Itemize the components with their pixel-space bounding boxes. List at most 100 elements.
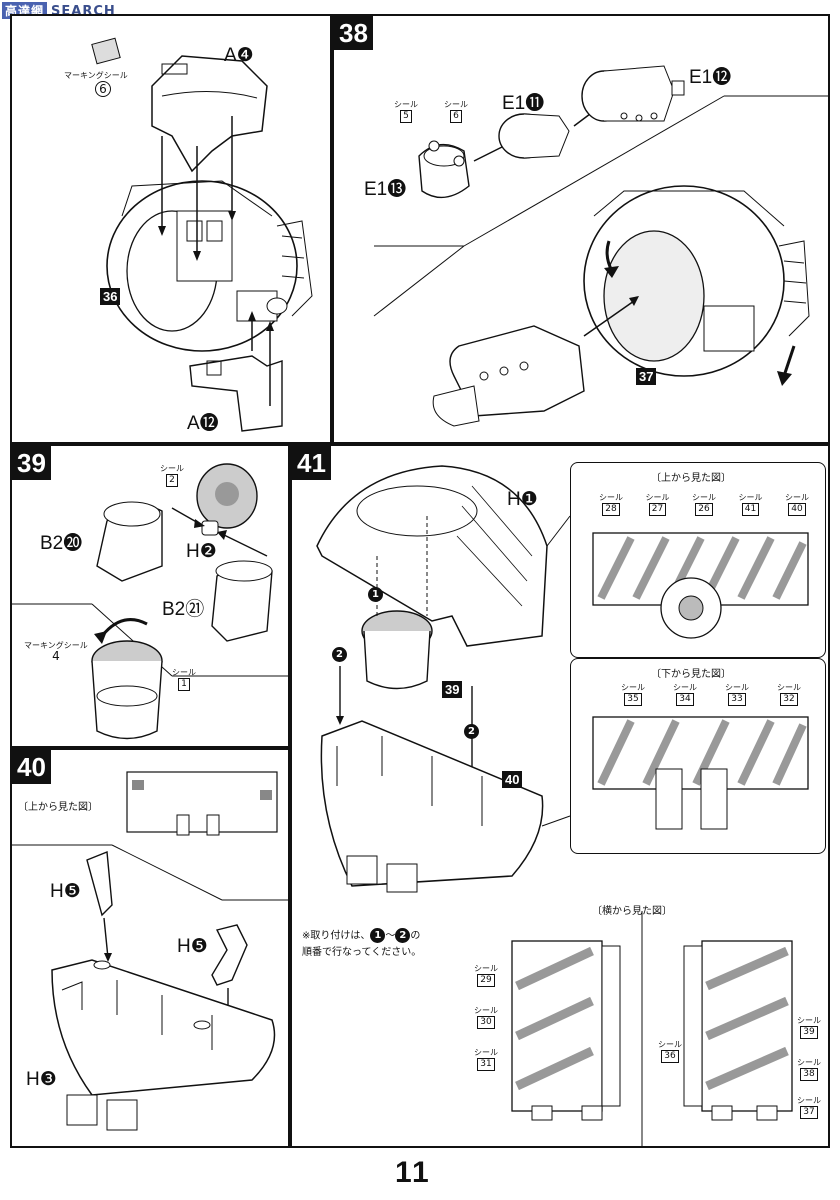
seal-number: 29 — [477, 974, 495, 987]
step-41-illustration — [316, 465, 571, 893]
seal-word: シール — [645, 493, 670, 502]
order-number: 1 — [368, 587, 383, 602]
top-view-caption: 〔上から見た図〕 — [651, 473, 731, 484]
step-37-panel: A❹ マーキングシール 6 36 A⓬ — [10, 14, 332, 444]
seal-word: シール — [444, 100, 468, 109]
reference-tag-40: 40 — [502, 771, 523, 788]
seal-number: 36 — [661, 1050, 679, 1063]
seal-number: 31 — [477, 1058, 495, 1071]
seal-number: 32 — [780, 693, 798, 706]
seal-number: 27 — [648, 503, 667, 516]
part-label-h5-right: H❺ — [177, 936, 208, 957]
part-label-a12: A⓬ — [187, 413, 219, 434]
seal-number-2: 2 — [166, 474, 178, 487]
seal-word: シール — [172, 668, 196, 677]
step-number-41: 41 — [292, 446, 331, 480]
note-mid: ～ — [385, 930, 396, 942]
seal-word: シール — [474, 1048, 498, 1057]
part-label-a4: A❹ — [224, 45, 254, 66]
reference-tag-36: 36 — [100, 288, 121, 305]
marking-seal-caption: マーキングシール — [24, 641, 88, 650]
seal-number-1: 1 — [178, 678, 190, 691]
top-view-illustration — [592, 532, 809, 639]
seal-2-group: シール 2 — [160, 464, 184, 487]
order-number: 1 — [370, 928, 386, 943]
seal-number: 30 — [477, 1016, 495, 1029]
step-38-panel: 38 — [332, 14, 830, 444]
seal-word: シール — [797, 1016, 821, 1025]
seal-word: シール — [474, 1006, 498, 1015]
bottom-view-illustration — [592, 716, 809, 830]
part-label-e12: E1⓬ — [689, 67, 732, 88]
seal-word: シール — [738, 493, 763, 502]
order-number: 2 — [464, 724, 479, 739]
seal-number: 26 — [695, 503, 713, 516]
seal-word: シール — [621, 683, 645, 692]
reference-tag-39: 39 — [442, 681, 463, 698]
seal-word: シール — [797, 1058, 821, 1067]
marking-seal-4-group: マーキングシール 4 — [24, 641, 88, 663]
seal-word: シール — [658, 1040, 682, 1049]
seal-number: 41 — [741, 503, 760, 516]
seal-word: シール — [673, 683, 697, 692]
step-38-illustration — [373, 65, 828, 427]
seal-word: シール — [777, 683, 801, 692]
seal-6-group: シール 6 — [444, 100, 468, 123]
step-37-illustration — [91, 37, 313, 432]
step-40-illustration — [12, 771, 288, 1131]
side-view-caption: 〔横から見た図〕 — [592, 906, 672, 917]
part-label-e13: E1⓭ — [364, 179, 407, 200]
seal-number-6: 6 — [450, 110, 462, 123]
marking-seal-number: 4 — [52, 649, 60, 663]
seal-word: シール — [692, 493, 716, 502]
bottom-view-caption: 〔下から見た図〕 — [651, 669, 731, 680]
part-label-b20: B2⓴ — [40, 533, 83, 554]
seal-word: シール — [785, 493, 809, 502]
seal-number: 39 — [800, 1026, 818, 1039]
seal-word: シール — [725, 683, 749, 692]
step-40-panel: 40 〔上から見た図〕 H❺ H❺ H❸ — [10, 748, 290, 1148]
part-label-h1: H❶ — [507, 489, 538, 510]
seal-number: 38 — [800, 1068, 818, 1081]
assembly-note-line-2: 順番で行なってください。 — [302, 946, 422, 958]
seal-1-group: シール 1 — [172, 668, 196, 691]
reference-tag-37: 37 — [636, 368, 657, 385]
seal-word: シール — [474, 964, 498, 973]
note-prefix: ※取り付けは、 — [302, 930, 371, 942]
part-label-h3: H❸ — [26, 1069, 57, 1090]
order-marker-2-left: 2 — [332, 644, 347, 663]
marking-seal-number: 6 — [95, 81, 111, 97]
view-caption-top: 〔上から見た図〕 — [18, 802, 98, 813]
seal-word: シール — [160, 464, 184, 473]
seal-word: シール — [394, 100, 418, 109]
marking-seal-caption: マーキングシール — [64, 71, 128, 80]
seal-number: 28 — [602, 503, 620, 516]
step-number-39: 39 — [12, 446, 51, 480]
seal-number: 35 — [624, 693, 642, 706]
order-marker-1: 1 — [368, 584, 383, 603]
note-suffix: の — [410, 930, 421, 942]
step-number-38: 38 — [334, 16, 373, 50]
step-number-40: 40 — [12, 750, 51, 784]
page-number: 11 — [395, 1156, 431, 1189]
seal-5-group: シール 5 — [394, 100, 418, 123]
order-number: 2 — [395, 928, 411, 943]
